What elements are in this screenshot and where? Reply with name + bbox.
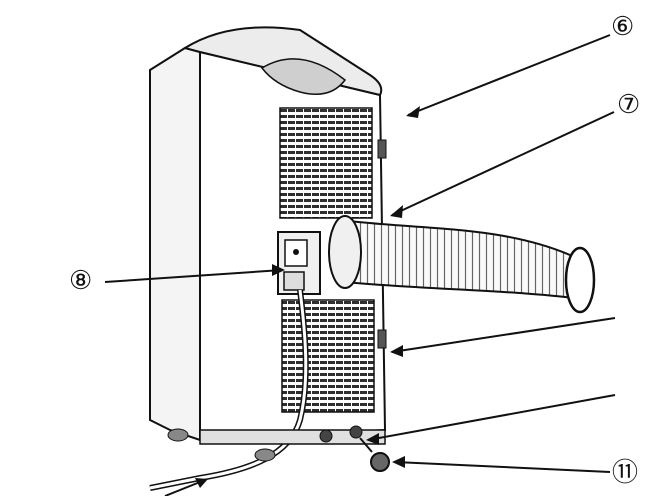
callout-7: ⑦ xyxy=(617,90,641,120)
leader-8 xyxy=(104,269,283,283)
lower-clip xyxy=(377,329,387,349)
callout-6: ⑥ xyxy=(611,12,635,42)
leader-10 xyxy=(367,394,616,441)
top-handle xyxy=(260,58,347,95)
leader-7 xyxy=(391,111,615,216)
drain-outlet-b xyxy=(349,425,363,439)
unit-side-panel xyxy=(149,46,201,442)
hose-adaptor xyxy=(328,215,362,289)
drain-plug xyxy=(370,452,390,472)
callout-11: ⑪ xyxy=(612,458,639,488)
leader-9 xyxy=(391,317,616,353)
drain-outlet-a xyxy=(319,429,333,443)
upper-clip xyxy=(377,139,387,159)
upper-grille xyxy=(279,107,373,219)
leader-6 xyxy=(407,34,611,116)
leader-11 xyxy=(394,461,611,473)
hose-end xyxy=(564,246,596,314)
callout-8: ⑧ xyxy=(69,266,93,296)
lower-grille xyxy=(281,299,375,413)
plug-block xyxy=(283,271,305,291)
caster-right xyxy=(254,448,276,462)
caster-left xyxy=(167,428,189,442)
